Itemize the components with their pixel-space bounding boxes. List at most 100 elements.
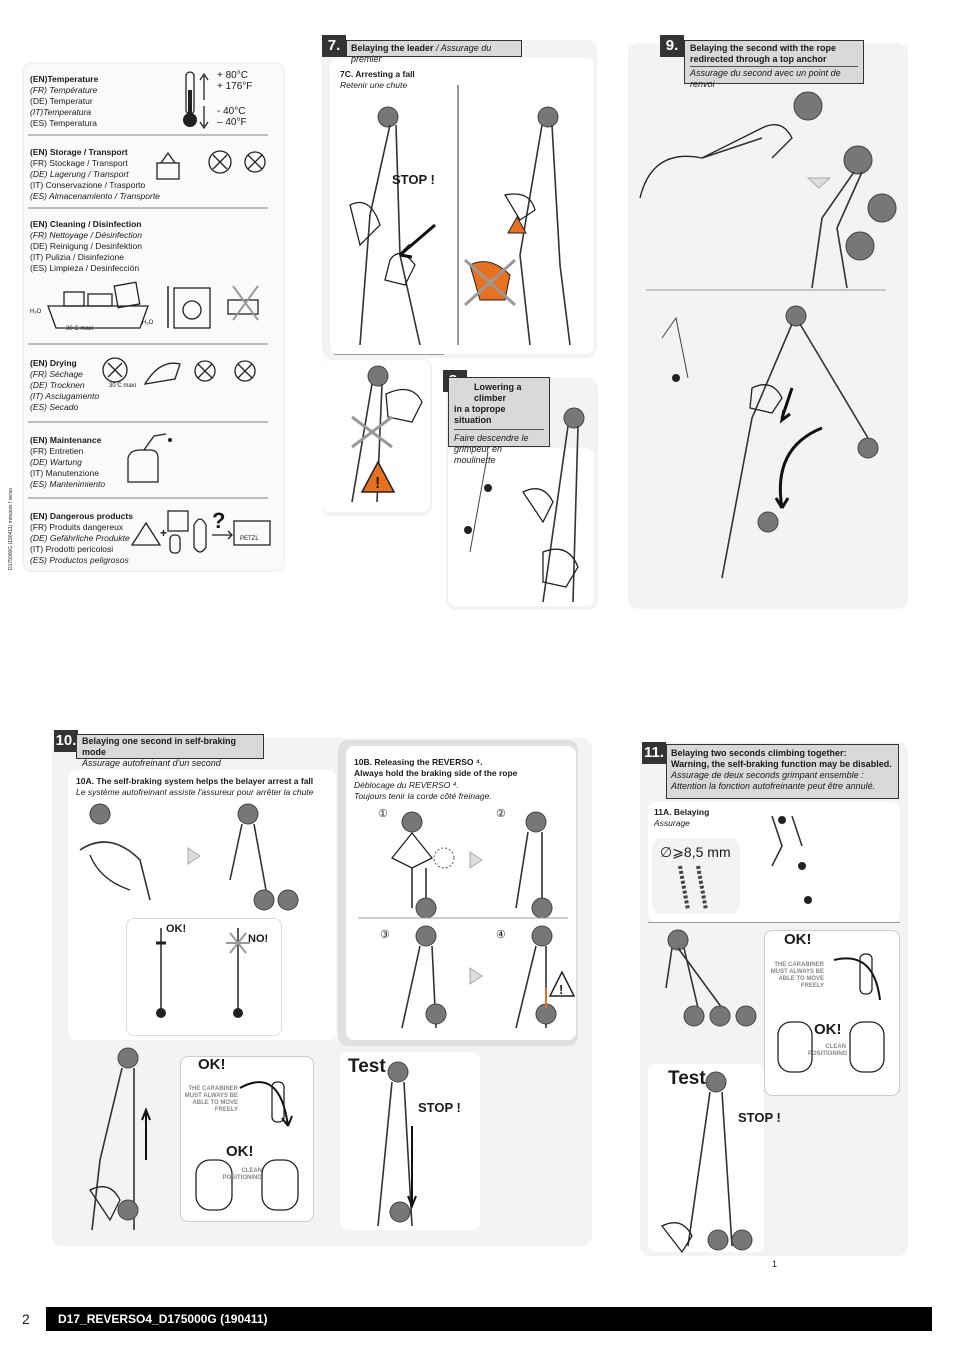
section-10a-fr: Le système autofreinant assiste l'assure…	[76, 787, 314, 797]
section-10b-panel	[346, 746, 576, 1040]
section-7-header: Belaying the leader / Assurage du premie…	[346, 40, 522, 64]
step-4: ④	[496, 929, 506, 941]
section-11a-title: 11A. Belaying	[654, 807, 710, 817]
maintenance-it: (IT) Manutenzione	[30, 468, 99, 478]
step-2: ②	[496, 808, 506, 820]
storage-fr: (FR) Stockage / Transport	[30, 158, 128, 168]
page-number: 2	[22, 1311, 30, 1327]
storage-en: (EN) Storage / Transport	[30, 147, 128, 157]
section-11-fr-line2: Attention la fonction autofreinante peut…	[671, 781, 876, 791]
temp-lo2: – 40°F	[217, 117, 247, 128]
section-10a-title: 10A. The self-braking system helps the b…	[76, 776, 314, 786]
section-10b-fr-line1: Déblocage du REVERSO ⁴.	[354, 780, 459, 790]
ok-no-panel	[126, 918, 282, 1036]
drying-de: (DE) Trocknen	[30, 380, 85, 390]
maintenance-es: (ES) Mantenimiento	[30, 479, 106, 489]
self-braking-illustration	[79, 803, 299, 911]
stop-label: STOP !	[418, 1100, 461, 1115]
section-11-carabiner-panel	[764, 930, 900, 1096]
section-11-fr-line1: Assurage de deux seconds grimpant ensemb…	[671, 770, 864, 780]
temp-hi1: + 80°C	[217, 70, 248, 81]
section-7-divider	[334, 354, 444, 355]
ok-label: OK!	[198, 1056, 226, 1073]
cleaning-icons	[47, 281, 259, 329]
drying-it: (IT) Asciugamento	[30, 391, 100, 401]
rope-diameter-box	[652, 838, 740, 914]
section-8-fr-line1: Faire descendre le	[454, 433, 529, 443]
svg-text:!: !	[375, 475, 380, 492]
section-9-title-line2: redirected through a top anchor	[690, 54, 827, 64]
no-label: NO!	[248, 933, 269, 945]
releasing-reverso-illustration: !	[358, 811, 576, 1029]
drying-max: 30 C maxi	[109, 383, 137, 389]
test-label: Test	[348, 1056, 386, 1077]
temp-hi2: + 176°F	[217, 81, 253, 92]
cleaning-fr: (FR) Nettoyage / Désinfection	[30, 230, 142, 240]
section-11-test-panel	[648, 1064, 764, 1252]
arresting-fall-illustration	[349, 85, 571, 346]
temp-en: (EN)Temperature	[30, 74, 99, 84]
storage-es: (ES) Almacenamiento / Transporte	[30, 191, 160, 201]
cleaning-max: 30 C maxi	[66, 326, 94, 332]
legend-divider	[28, 497, 268, 499]
test-illustration	[377, 1061, 417, 1227]
clean-positioning-note: CLEAN POSITIONING	[222, 1168, 262, 1181]
dangerous-products-icons	[130, 510, 271, 554]
step-3: ③	[380, 929, 390, 941]
maintenance-en: (EN) Maintenance	[30, 435, 102, 445]
dangerous-en: (EN) Dangerous products	[30, 511, 133, 521]
maintenance-de: (DE) Wartung	[30, 457, 82, 467]
maintenance-fr: (FR) Entretien	[30, 446, 84, 456]
section-10-number: 10.	[54, 730, 78, 752]
section-10b-title-line1: 10B. Releasing the REVERSO ⁴.	[354, 757, 483, 767]
section-8-title-line2: in a toprope situation	[454, 404, 506, 425]
section-7-title: Belaying the leader	[351, 43, 434, 53]
ok-no-illustration	[156, 928, 250, 1018]
dangerous-it: (IT) Prodotti pericolosi	[30, 544, 114, 554]
ok-label: OK!	[226, 1143, 254, 1160]
page-label: 1	[772, 1259, 778, 1269]
question-mark: ?	[212, 508, 226, 533]
legend-divider	[28, 134, 268, 136]
h2o-label: H₂O	[30, 309, 42, 315]
temp-es: (ES) Temperatura	[30, 118, 97, 128]
h2o-label: H₂O	[142, 320, 154, 326]
section-8-fr-line2: grimpeur en moulinette	[454, 444, 503, 465]
ok-label: OK!	[784, 931, 812, 948]
test-illustration	[661, 1071, 753, 1254]
section-11-title-line1: Belaying two seconds climbing together:	[671, 748, 847, 758]
oil-bottle-icon	[127, 433, 172, 483]
section-9-title-line1: Belaying the second with the rope	[690, 43, 837, 53]
drying-es: (ES) Secado	[30, 402, 79, 412]
temp-it: (IT)Temperatura	[30, 107, 92, 117]
step-1: ①	[378, 808, 388, 820]
plus-sign: +	[160, 526, 168, 540]
section-9-fr: Assurage du second avec un point de renv…	[690, 68, 841, 89]
section-7-title-fr: / Assurage du premier	[351, 43, 492, 64]
section-11-divider	[648, 922, 900, 923]
carabiner-movement-illustration	[195, 1081, 299, 1211]
carabiner-movement-illustration	[777, 953, 885, 1073]
thermometer-icon	[183, 71, 209, 130]
test-label: Test	[668, 1068, 706, 1089]
section-9-header-rule	[690, 66, 858, 67]
two-seconds-illustration	[678, 815, 812, 911]
clean-positioning-note: CLEAN POSITIONING	[808, 1044, 848, 1057]
svg-text:!: !	[559, 982, 563, 997]
belaying-two-illustration	[665, 929, 757, 1027]
section-11a-fr: Assurage	[654, 818, 690, 828]
rope-diameter: ∅⩾8,5 mm	[660, 844, 731, 860]
cleaning-de: (DE) Reinigung / Desinfektion	[30, 241, 142, 251]
carabiner-check-panel	[180, 1056, 314, 1222]
carabiner-note: THE CARABINER MUST ALWAYS BE ABLE TO MOV…	[770, 962, 824, 989]
storage-icons	[156, 150, 266, 180]
drying-fr: (FR) Séchage	[30, 369, 83, 379]
section-7c-title: 7C. Arresting a fall	[340, 69, 415, 79]
storage-it: (IT) Conservazione / Trasporto	[30, 180, 146, 190]
section-9-header: Belaying the second with the rope redire…	[684, 40, 864, 89]
stop-label: STOP !	[738, 1110, 781, 1125]
cleaning-it: (IT) Pulizia / Disinfezione	[30, 252, 125, 262]
legend-divider	[28, 421, 268, 423]
section-8-header: Lowering a climber in a toprope situatio…	[448, 377, 550, 465]
incorrect-hold-illustration: !	[351, 365, 423, 503]
